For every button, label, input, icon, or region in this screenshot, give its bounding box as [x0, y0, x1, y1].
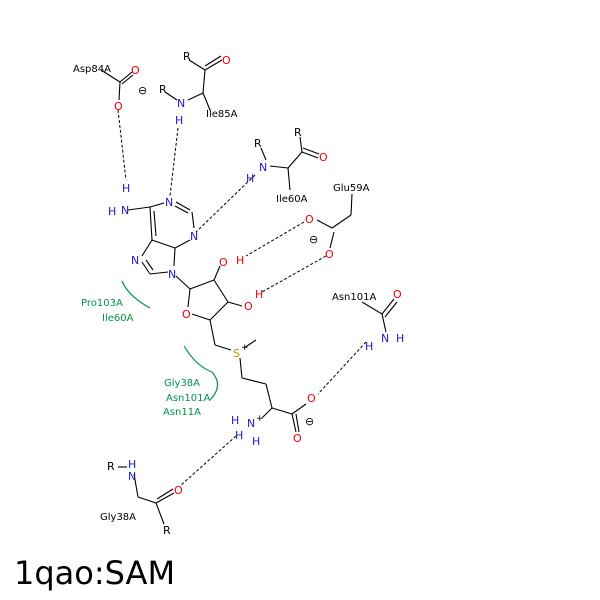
atom-n1: N [165, 196, 173, 209]
atom-ho3p: H [255, 288, 263, 301]
hydrogen-bonds [117, 109, 367, 487]
hydrophobic-ile60: Ile60A [102, 313, 134, 324]
atom-amino-h3: H [252, 435, 260, 448]
atom-gly38-n: N [128, 470, 136, 483]
atom-oxt: O [307, 392, 316, 405]
page-title: 1qao:SAM [14, 554, 175, 592]
charge-sd: + [241, 343, 249, 353]
residue-asn101-upper: Asn101A [332, 292, 376, 303]
atom-n6-h: H [122, 182, 130, 195]
atom-ile60-h: H [246, 172, 254, 185]
atom-n9: N [168, 268, 176, 281]
atom-o2p: O [219, 256, 228, 269]
atom-gly38-h: H [128, 458, 136, 471]
atom-glu59-o1: O [305, 213, 314, 226]
hbond-glu59-o2 [245, 221, 305, 257]
hydrophobic-labels: Pro103A Ile60A Gly38A Asn101A Asn11A [81, 298, 210, 418]
atom-ile85-n: N [177, 97, 185, 110]
hydrophobic-asn11: Asn11A [163, 407, 201, 418]
atom-n3: N [190, 230, 198, 243]
hydrophobic-contacts [121, 280, 219, 401]
hbond-ile60-n7 [195, 174, 256, 233]
atom-ile60-r: R [254, 137, 262, 150]
atom-ile85-r: R [183, 50, 191, 63]
hydrophobic-gly38: Gly38A [164, 378, 200, 389]
atom-glu59-o2: O [325, 248, 334, 261]
charge-asp84: ⊖ [138, 84, 147, 97]
hbond-ile85-n1 [169, 127, 179, 197]
residue-asp84: Asp84A [73, 64, 111, 75]
atom-ile60-n: N [259, 161, 267, 174]
atom-o4p: O [182, 308, 191, 321]
atom-ile85-r2: R [159, 83, 167, 96]
residue-labels: Asp84A Ile85A Ile60A Glu59A Asn101A Gly3… [73, 64, 376, 523]
hbond-glu59-o3 [261, 255, 327, 293]
atom-ile60-o: O [319, 151, 328, 164]
atom-n7: N [131, 254, 139, 267]
hydrophobic-asn101: Asn101A [166, 393, 210, 404]
hbond-gly38-amino [179, 435, 237, 487]
charge-amino: + [256, 414, 264, 424]
hydrophobic-arc-upper [121, 280, 151, 309]
atom-o3p: O [244, 300, 253, 313]
atom-amino-h2: H [235, 429, 243, 442]
hbond-asp84-n6 [117, 109, 127, 181]
charge-glu59: ⊖ [309, 233, 318, 246]
atom-asn101-n: N [381, 332, 389, 345]
bond-lines [100, 55, 398, 525]
residue-ile60-upper: Ile60A [276, 194, 308, 205]
residue-ile85: Ile85A [206, 109, 238, 120]
atom-amino-h1: H [231, 414, 239, 427]
atom-asn101-o: O [393, 288, 402, 301]
atom-labels: O O ⊖ R O R N H R R N H O O O ⊖ H H N N … [107, 50, 404, 537]
atom-sd: S [233, 347, 240, 360]
atom-o: O [293, 432, 302, 445]
residue-glu59: Glu59A [333, 183, 370, 194]
atom-asn101-h: H [365, 340, 373, 353]
charge-oxt: ⊖ [305, 415, 314, 428]
atom-asn101-h2: H [396, 332, 404, 345]
atom-ile60-r2: R [294, 126, 302, 139]
atom-amino-n: N [247, 417, 255, 430]
residue-gly38-bottom: Gly38A [100, 512, 136, 523]
hbond-asn101-oxt [317, 341, 367, 395]
atom-asp84-od1: O [131, 64, 140, 77]
atom-n6: N [121, 204, 129, 217]
atom-ho2p: H [236, 254, 244, 267]
atom-gly38-r2: R [163, 524, 171, 537]
atom-gly38-o: O [174, 484, 183, 497]
atom-gly38-r: R [107, 460, 115, 473]
atom-n6-h2: H [108, 205, 116, 218]
hydrophobic-arc-lower [183, 345, 219, 401]
atom-ile85-o: O [222, 54, 231, 67]
atom-asp84-od2: O [114, 100, 123, 113]
atom-ile85-h: H [175, 114, 183, 127]
hydrophobic-pro103: Pro103A [81, 298, 123, 309]
